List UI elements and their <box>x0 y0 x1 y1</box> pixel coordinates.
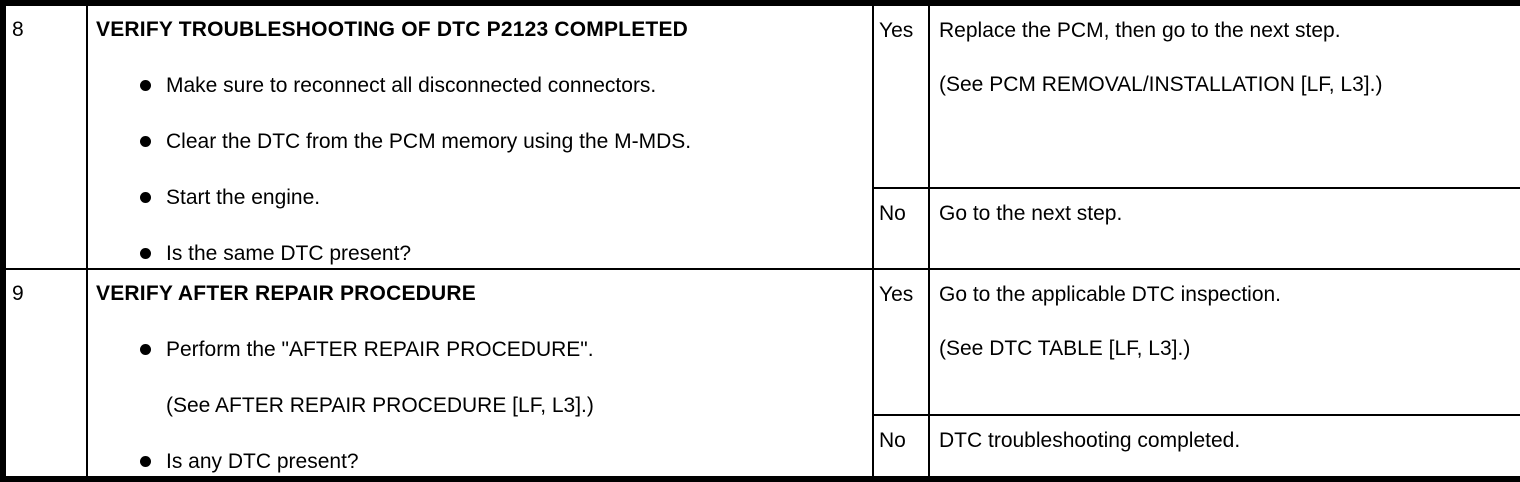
yes-result-cell: Replace the PCM, then go to the next ste… <box>928 2 1520 189</box>
table-row: 8 VERIFY TROUBLESHOOTING OF DTC P2123 CO… <box>2 1 1520 271</box>
yes-label: Yes <box>879 19 914 42</box>
no-label: No <box>879 429 906 453</box>
no-label: No <box>879 201 906 225</box>
action-item: Perform the "AFTER REPAIR PROCEDURE". <box>140 337 866 362</box>
step-number: 8 <box>12 18 24 41</box>
result-reference-line: (See DTC TABLE [LF, L3].) <box>939 337 1191 361</box>
result-reference-line: (See PCM REMOVAL/INSTALLATION [LF, L3].) <box>939 73 1383 96</box>
action-item: Make sure to reconnect all disconnected … <box>140 73 866 98</box>
step-number-cell: 9 <box>2 268 88 480</box>
bullet-spacer <box>140 400 151 411</box>
yes-flag-cell: Yes <box>872 2 930 189</box>
action-item-text: Is any DTC present? <box>166 450 359 474</box>
action-item: Clear the DTC from the PCM memory using … <box>140 129 866 154</box>
action-item-text: Clear the DTC from the PCM memory using … <box>166 130 692 153</box>
bullet-icon <box>140 136 151 147</box>
action-item-text: Perform the "AFTER REPAIR PROCEDURE". <box>166 338 594 362</box>
yes-flag-cell: Yes <box>872 268 930 417</box>
step-number-cell: 8 <box>2 1 88 271</box>
action-item: (See AFTER REPAIR PROCEDURE [LF, L3].) <box>140 393 866 418</box>
action-item-text: Make sure to reconnect all disconnected … <box>166 74 657 97</box>
no-flag-cell: No <box>872 186 930 271</box>
action-item-text: Is the same DTC present? <box>166 242 412 265</box>
action-item-text: Start the engine. <box>166 186 321 209</box>
action-cell: VERIFY TROUBLESHOOTING OF DTC P2123 COMP… <box>86 1 874 271</box>
yes-result-cell: Go to the applicable DTC inspection. (Se… <box>928 268 1520 417</box>
result-line: Go to the applicable DTC inspection. <box>939 283 1282 307</box>
result-line: Replace the PCM, then go to the next ste… <box>939 19 1341 42</box>
bullet-icon <box>140 80 151 91</box>
no-flag-cell: No <box>872 414 930 480</box>
bullet-icon <box>140 344 151 356</box>
table-row: No Go to the next step. <box>3 186 1520 271</box>
no-result-cell: Go to the next step. <box>928 186 1520 271</box>
bullet-icon <box>140 456 151 468</box>
action-item: Is the same DTC present? <box>140 241 866 266</box>
bullet-icon <box>140 192 151 203</box>
action-title: VERIFY AFTER REPAIR PROCEDURE <box>96 282 476 306</box>
action-item: Is any DTC present? <box>140 449 866 474</box>
step-number: 9 <box>12 282 24 306</box>
action-cell: VERIFY AFTER REPAIR PROCEDURE Perform th… <box>86 268 874 480</box>
result-line: Go to the next step. <box>939 201 1123 225</box>
yes-label: Yes <box>879 283 914 307</box>
action-item-text: (See AFTER REPAIR PROCEDURE [LF, L3].) <box>166 394 594 418</box>
table-row: 9 VERIFY AFTER REPAIR PROCEDURE Perform … <box>2 268 1520 480</box>
table-row: No DTC troubleshooting completed. <box>3 414 1520 480</box>
bullet-icon <box>140 248 151 259</box>
no-result-cell: DTC troubleshooting completed. <box>928 414 1520 480</box>
action-title: VERIFY TROUBLESHOOTING OF DTC P2123 COMP… <box>96 18 689 41</box>
action-item: Start the engine. <box>140 185 866 210</box>
result-line: DTC troubleshooting completed. <box>939 429 1241 453</box>
